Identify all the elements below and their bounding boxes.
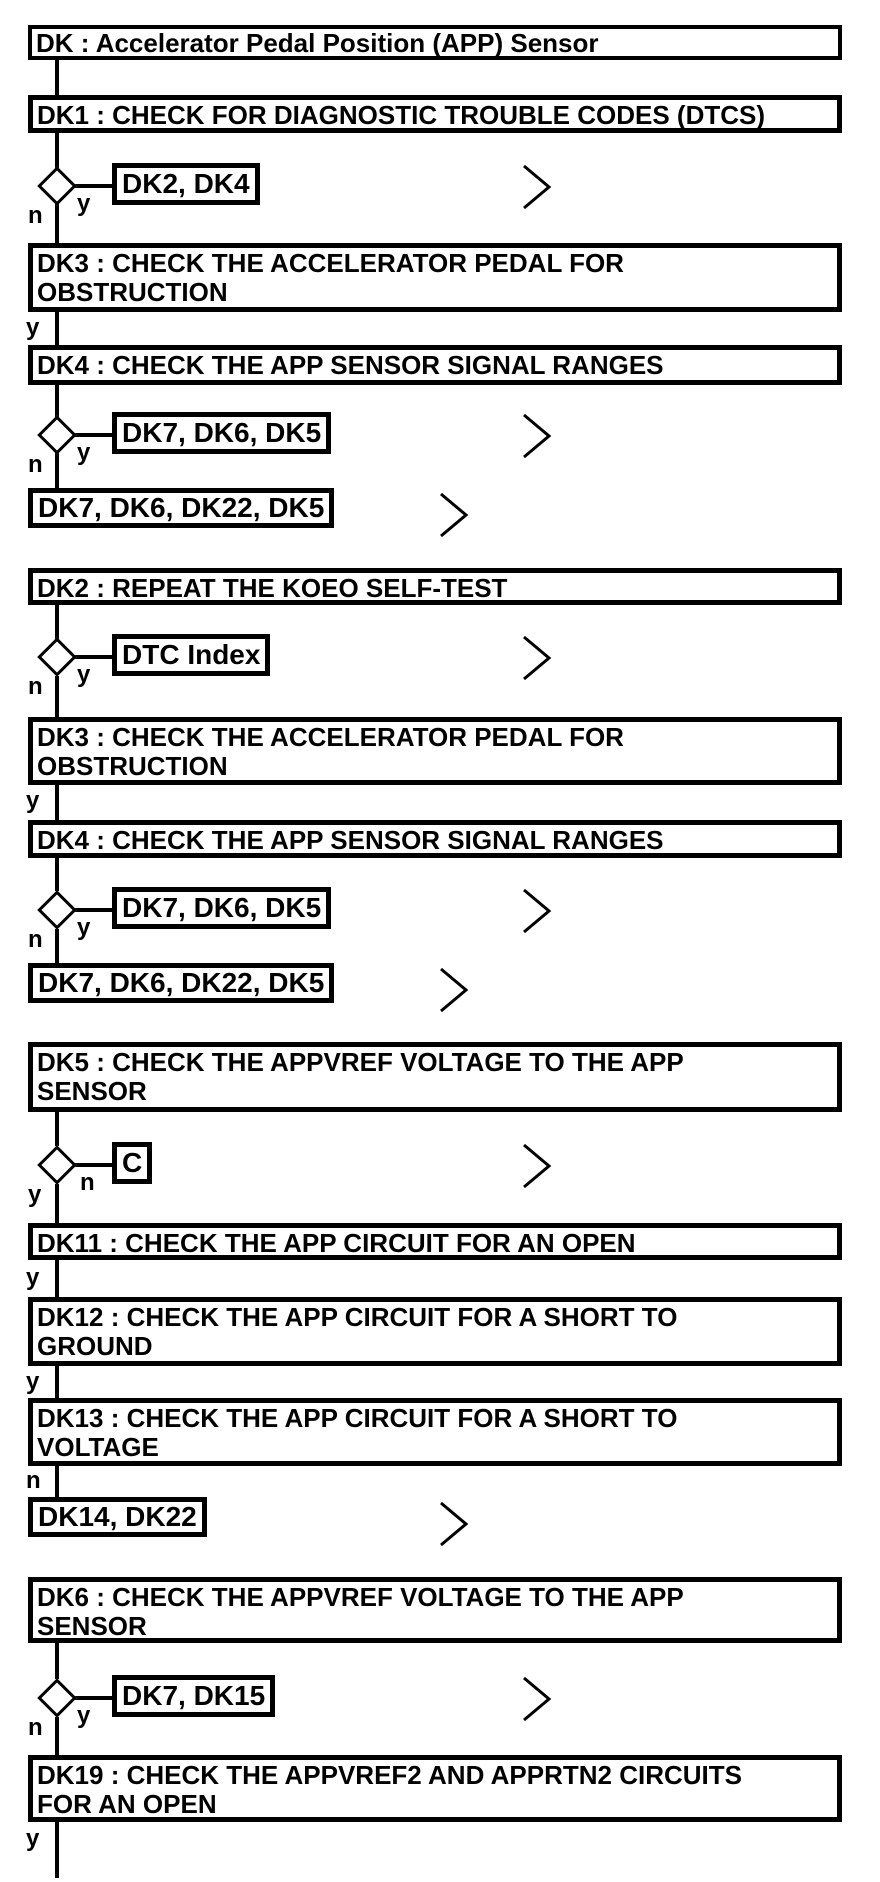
- connector-line: [55, 676, 59, 717]
- decision-diamond: [37, 637, 77, 677]
- step-text: DK12 : CHECK THE APP CIRCUIT FOR A SHORT…: [37, 1302, 678, 1332]
- connector-line: [55, 60, 59, 95]
- branch-label-right: y: [77, 1702, 91, 1729]
- branch-ref-box: DTC Index: [112, 634, 271, 676]
- connector-line: [55, 1822, 59, 1878]
- step-text: FOR AN OPEN: [37, 1789, 217, 1819]
- step-text: DK6 : CHECK THE APPVREF VOLTAGE TO THE A…: [37, 1582, 684, 1612]
- decision-diamond: [37, 1678, 77, 1718]
- step-text: DK13 : CHECK THE APP CIRCUIT FOR A SHORT…: [37, 1403, 678, 1433]
- connector-line: [55, 204, 59, 243]
- branch-label-right: y: [77, 914, 91, 941]
- decision-diamond: [37, 166, 77, 206]
- continue-chevron-icon: [522, 1143, 552, 1189]
- step-text: DK4 : CHECK THE APP SENSOR SIGNAL RANGES: [37, 825, 664, 855]
- step-text: OBSTRUCTION: [37, 751, 228, 781]
- step-box-dk1: DK1 : CHECK FOR DIAGNOSTIC TROUBLE CODES…: [28, 95, 842, 133]
- branch-stub-line: [74, 1696, 112, 1700]
- edge-label: y: [26, 787, 40, 814]
- result-ref-box: DK14, DK22: [28, 1497, 207, 1537]
- step-text: DK19 : CHECK THE APPVREF2 AND APPRTN2 CI…: [37, 1760, 742, 1790]
- connector-line: [55, 1260, 59, 1297]
- step-box-dk11: DK11 : CHECK THE APP CIRCUIT FOR AN OPEN: [28, 1223, 842, 1260]
- branch-label-right: n: [80, 1169, 95, 1196]
- connector-line: [55, 605, 59, 639]
- step-text: DK11 : CHECK THE APP CIRCUIT FOR AN OPEN: [37, 1228, 636, 1258]
- step-text: VOLTAGE: [37, 1432, 159, 1462]
- result-ref-box: DK7, DK6, DK22, DK5: [28, 488, 335, 528]
- branch-ref-box: DK7, DK6, DK5: [112, 412, 332, 454]
- edge-label: n: [26, 1467, 41, 1494]
- branch-stub-line: [74, 908, 112, 912]
- step-box-dk4-first: DK4 : CHECK THE APP SENSOR SIGNAL RANGES: [28, 345, 842, 385]
- step-box-dk2: DK2 : REPEAT THE KOEO SELF-TEST: [28, 568, 842, 605]
- branch-ref-box: DK7, DK6, DK5: [112, 887, 332, 929]
- edge-label: y: [26, 1825, 40, 1852]
- decision-diamond: [37, 1145, 77, 1185]
- step-text: DK5 : CHECK THE APPVREF VOLTAGE TO THE A…: [37, 1047, 684, 1077]
- branch-ref-box: C: [112, 1142, 153, 1184]
- step-text: DK2 : REPEAT THE KOEO SELF-TEST: [37, 573, 508, 603]
- edge-label: y: [26, 1264, 40, 1291]
- branch-label-right: y: [77, 190, 91, 217]
- connector-line: [55, 929, 59, 963]
- branch-stub-line: [74, 655, 112, 659]
- connector-line: [55, 1717, 59, 1755]
- step-box-dk6: DK6 : CHECK THE APPVREF VOLTAGE TO THE A…: [28, 1577, 842, 1643]
- branch-label-down: n: [28, 451, 43, 478]
- branch-ref-box: DK7, DK15: [112, 1675, 276, 1717]
- step-box-dk19: DK19 : CHECK THE APPVREF2 AND APPRTN2 CI…: [28, 1755, 842, 1822]
- branch-stub-line: [74, 1163, 112, 1167]
- continue-chevron-icon: [522, 635, 552, 681]
- step-box-dk13: DK13 : CHECK THE APP CIRCUIT FOR A SHORT…: [28, 1398, 842, 1466]
- connector-line: [55, 785, 59, 820]
- continue-chevron-icon: [522, 413, 552, 459]
- branch-label-down: n: [28, 1714, 43, 1741]
- continue-chevron-icon: [522, 888, 552, 934]
- connector-line: [55, 385, 59, 417]
- step-box-dk3-second: DK3 : CHECK THE ACCELERATOR PEDAL FOR OB…: [28, 717, 842, 785]
- decision-diamond: [37, 890, 77, 930]
- step-text: DK3 : CHECK THE ACCELERATOR PEDAL FOR: [37, 722, 624, 752]
- step-box-dk4-second: DK4 : CHECK THE APP SENSOR SIGNAL RANGES: [28, 820, 842, 858]
- connector-line: [55, 1643, 59, 1679]
- connector-line: [55, 453, 59, 488]
- continue-chevron-icon: [522, 164, 552, 210]
- branch-label-down: n: [28, 202, 43, 229]
- step-text: DK3 : CHECK THE ACCELERATOR PEDAL FOR: [37, 248, 624, 278]
- step-text: OBSTRUCTION: [37, 277, 228, 307]
- continue-chevron-icon: [439, 492, 469, 538]
- connector-line: [55, 1184, 59, 1223]
- connector-line: [55, 1112, 59, 1146]
- step-text: SENSOR: [37, 1611, 147, 1641]
- connector-line: [55, 1366, 59, 1398]
- edge-label: y: [26, 314, 40, 341]
- continue-chevron-icon: [522, 1676, 552, 1722]
- decision-diamond: [37, 415, 77, 455]
- edge-label: y: [26, 1368, 40, 1395]
- connector-line: [55, 858, 59, 891]
- branch-label-right: y: [77, 439, 91, 466]
- step-box-dk12: DK12 : CHECK THE APP CIRCUIT FOR A SHORT…: [28, 1297, 842, 1366]
- continue-chevron-icon: [439, 1501, 469, 1547]
- branch-label-down: n: [28, 926, 43, 953]
- branch-label-down: y: [28, 1181, 42, 1208]
- step-box-dk5: DK5 : CHECK THE APPVREF VOLTAGE TO THE A…: [28, 1042, 842, 1112]
- diagram-title: DK : Accelerator Pedal Position (APP) Se…: [28, 25, 842, 60]
- step-text: SENSOR: [37, 1076, 147, 1106]
- step-box-dk3-first: DK3 : CHECK THE ACCELERATOR PEDAL FOR OB…: [28, 243, 842, 312]
- branch-stub-line: [74, 433, 112, 437]
- continue-chevron-icon: [439, 967, 469, 1013]
- step-text: DK1 : CHECK FOR DIAGNOSTIC TROUBLE CODES…: [37, 100, 765, 130]
- branch-stub-line: [74, 184, 112, 188]
- result-ref-box: DK7, DK6, DK22, DK5: [28, 963, 335, 1003]
- step-text: DK4 : CHECK THE APP SENSOR SIGNAL RANGES: [37, 350, 664, 380]
- connector-line: [55, 1466, 59, 1497]
- branch-label-right: y: [77, 661, 91, 688]
- connector-line: [55, 312, 59, 345]
- branch-ref-box: DK2, DK4: [112, 163, 260, 205]
- branch-label-down: n: [28, 673, 43, 700]
- connector-line: [55, 133, 59, 169]
- step-text: GROUND: [37, 1331, 153, 1361]
